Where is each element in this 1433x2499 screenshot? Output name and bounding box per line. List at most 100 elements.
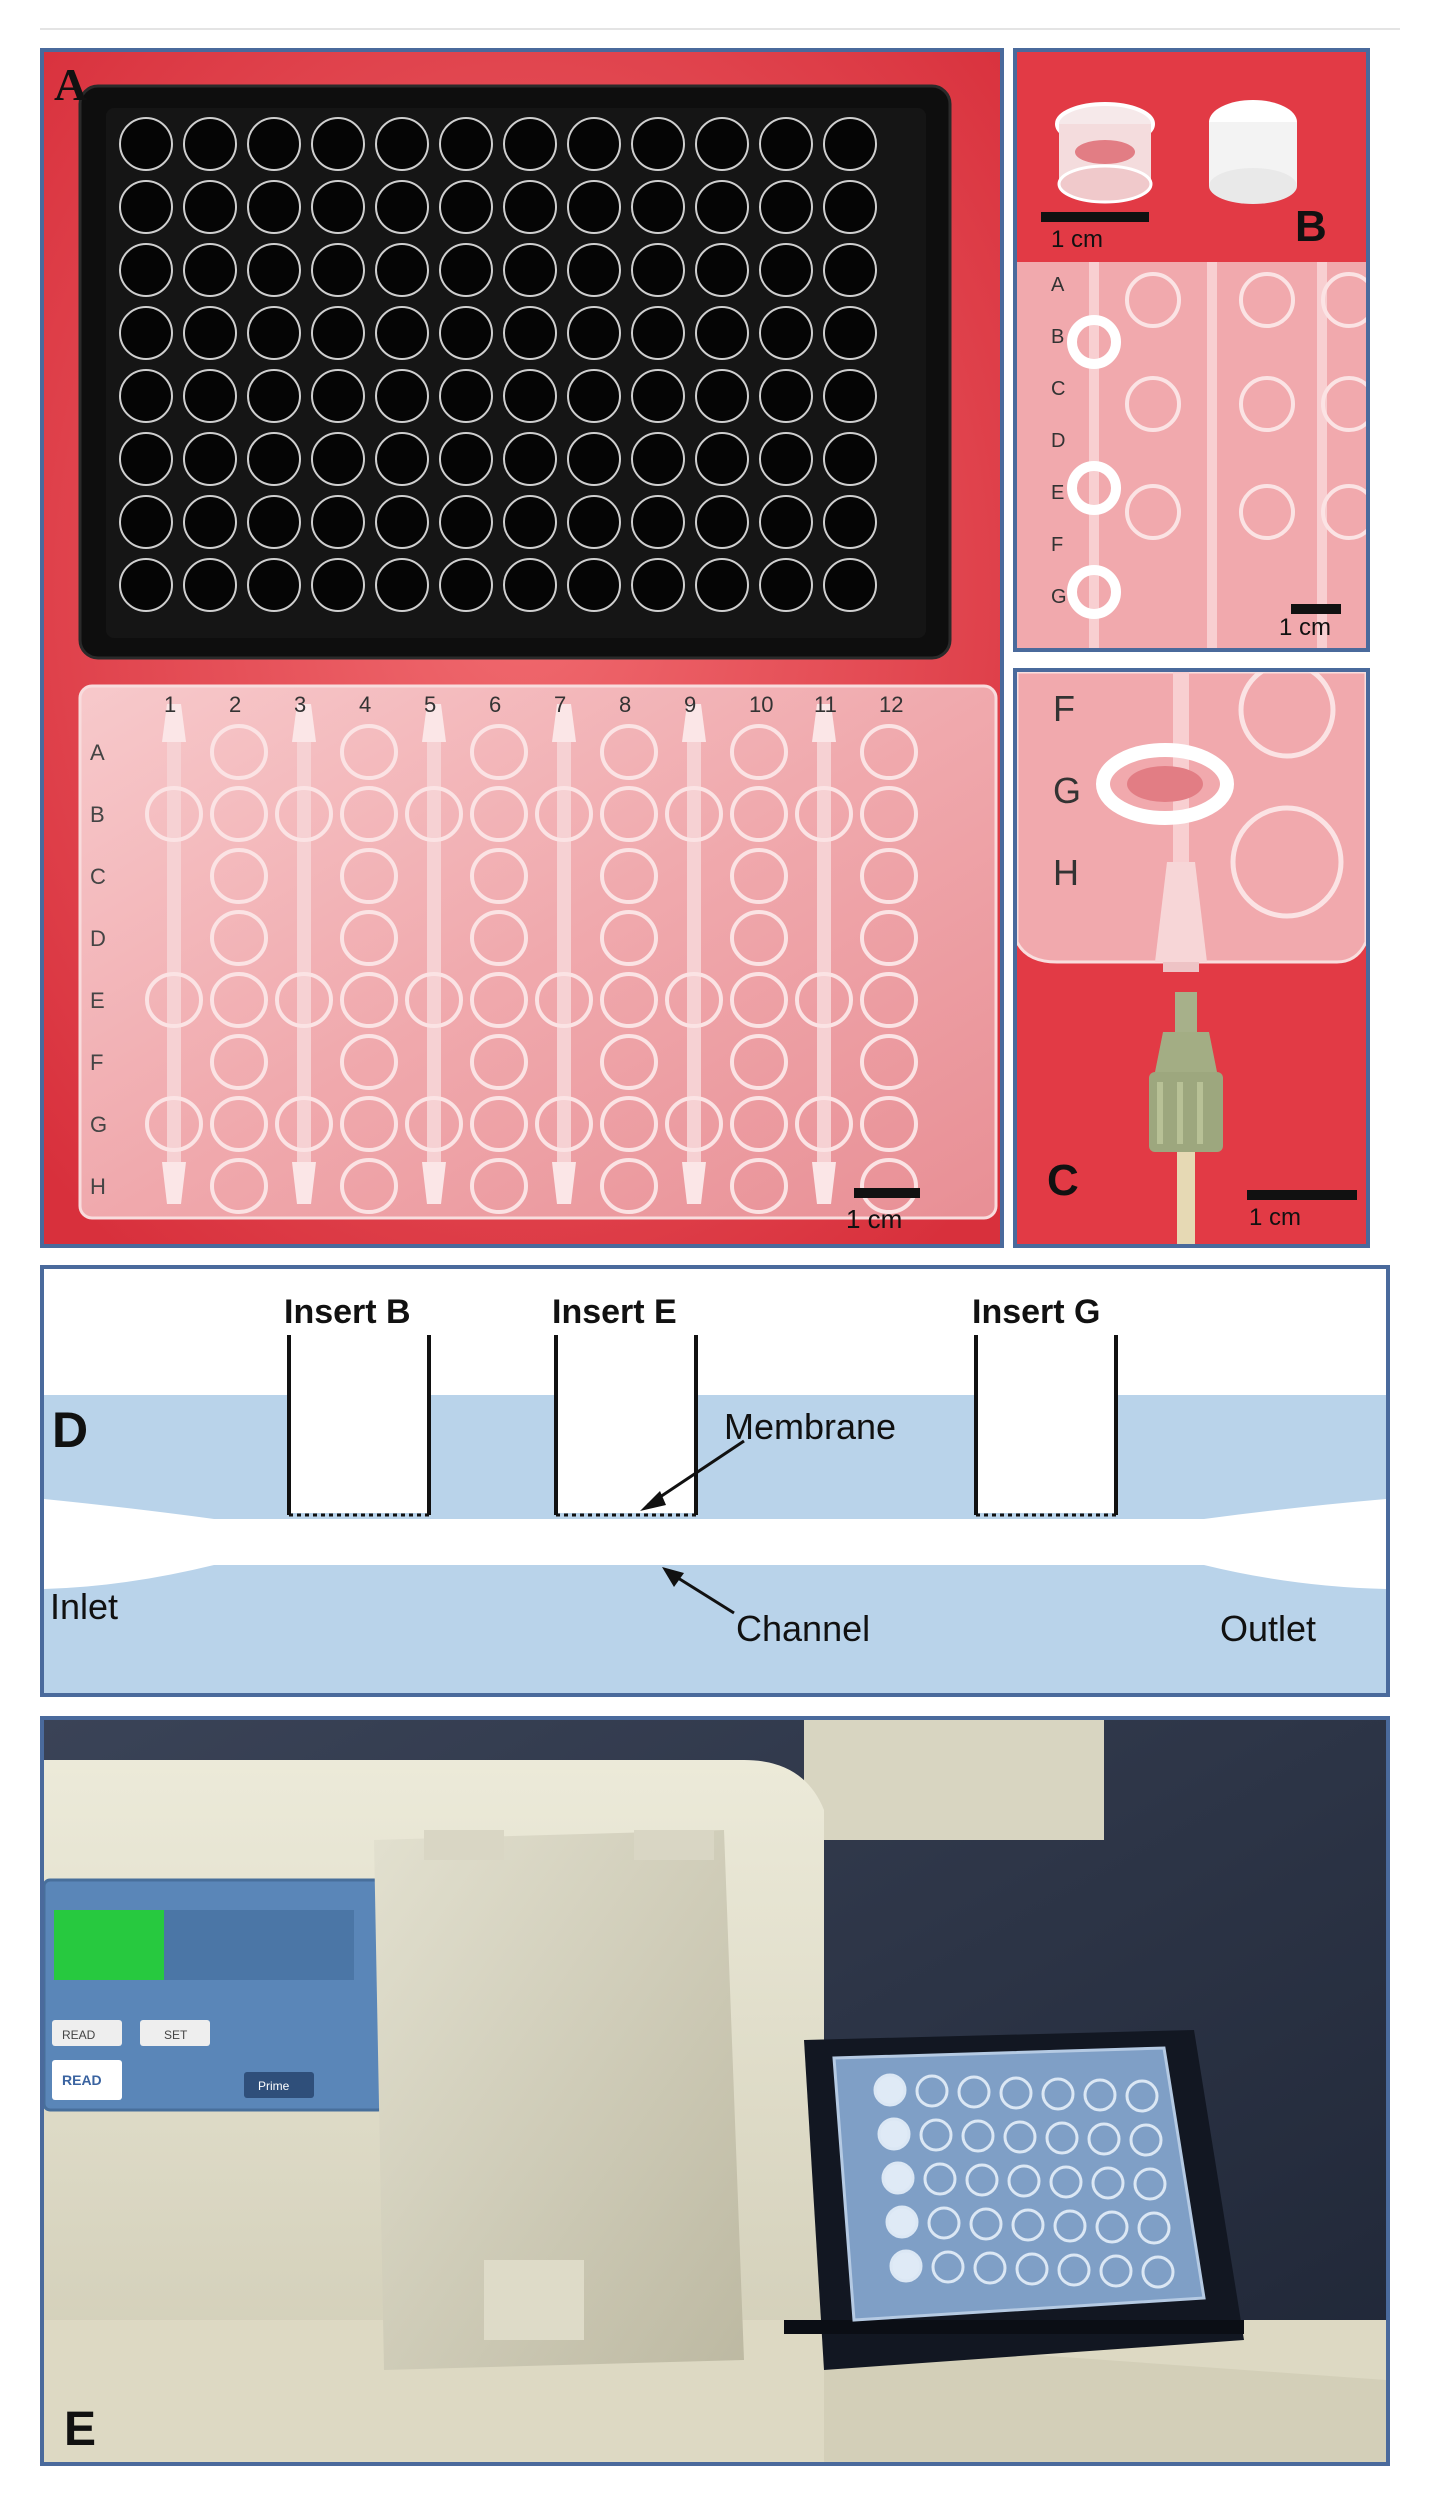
- tray-well: [1053, 2209, 1087, 2243]
- clear-plate-well: [860, 972, 918, 1028]
- panel-b-scale-bar-top: [1041, 212, 1149, 222]
- clear-plate-well: [730, 724, 788, 780]
- panel-b-well: [1125, 272, 1181, 328]
- clear-plate-well: [730, 910, 788, 966]
- channel-inlet: [552, 704, 576, 742]
- tray-well: [881, 2161, 915, 2195]
- panel-b-row-label: E: [1051, 482, 1065, 504]
- clear-plate-well: [275, 786, 333, 842]
- panel-c-connector: [1149, 992, 1223, 1244]
- black-plate-well: [247, 495, 301, 549]
- black-plate-well: [503, 369, 557, 423]
- black-plate-well: [375, 369, 429, 423]
- clear-plate-well: [405, 1096, 463, 1152]
- channel-outlet: [552, 1162, 576, 1204]
- insert-b-walls: [287, 1335, 431, 1517]
- plate-column-label: 6: [489, 692, 502, 717]
- black-plate-well: [695, 495, 749, 549]
- black-plate-well: [759, 558, 813, 612]
- plate-row-label: H: [90, 1174, 106, 1199]
- black-plate-well: [631, 558, 685, 612]
- clear-plate-well: [210, 1096, 268, 1152]
- clear-plate-well: [340, 724, 398, 780]
- panel-b-insert-ring: [1067, 315, 1121, 369]
- clear-plate-well: [210, 910, 268, 966]
- clear-plate-well: [730, 848, 788, 904]
- tray-well: [923, 2162, 957, 2196]
- membrane-arrow: [640, 1439, 745, 1511]
- black-plate-well: [439, 117, 493, 171]
- black-plate-well: [759, 180, 813, 234]
- panel-b-channel: [1089, 262, 1099, 648]
- black-plate-well: [439, 243, 493, 297]
- tray-well: [961, 2119, 995, 2153]
- black-plate-well: [567, 558, 621, 612]
- plate-column-label: 9: [684, 692, 697, 717]
- black-plate-well: [311, 558, 365, 612]
- black-plate-well: [631, 432, 685, 486]
- black-plate-well: [375, 180, 429, 234]
- panel-b-insert-ring: [1067, 461, 1121, 515]
- tray-well: [919, 2118, 953, 2152]
- clear-plate-well: [860, 1096, 918, 1152]
- panel-b-row-label: G: [1051, 586, 1067, 608]
- black-plate-well: [567, 117, 621, 171]
- plate-column-label: 8: [619, 692, 632, 717]
- black-plate-well: [119, 495, 173, 549]
- black-plate-well: [375, 495, 429, 549]
- black-plate-well: [183, 180, 237, 234]
- tray-well: [1137, 2211, 1171, 2245]
- tray-wells: [873, 2073, 1175, 2289]
- black-plate-well: [183, 369, 237, 423]
- black-plate-well: [119, 432, 173, 486]
- black-plate-well: [503, 180, 557, 234]
- panel-e-letter: E: [64, 2403, 96, 2456]
- black-plate-well: [823, 432, 877, 486]
- clear-plate-well: [470, 848, 528, 904]
- panel-c-illustration: [1017, 672, 1366, 1244]
- fluid-channel: [297, 704, 311, 1204]
- plate-column-label: 1: [164, 692, 177, 717]
- panel-a-scale-label: 1 cm: [846, 1204, 903, 1234]
- clear-plate-well: [860, 848, 918, 904]
- clear-plate-well: [600, 724, 658, 780]
- clear-plate-well: [210, 786, 268, 842]
- panel-a-letter: A: [54, 59, 88, 110]
- tray-well: [873, 2073, 907, 2107]
- black-plate-well: [311, 306, 365, 360]
- clear-plate-well: [730, 1034, 788, 1090]
- channel-outlet: [292, 1162, 316, 1204]
- panel-b-scale-bar-bottom: [1291, 604, 1341, 614]
- panel-c-row-label: H: [1053, 852, 1079, 893]
- black-plate-well: [119, 558, 173, 612]
- clear-plate-well: [860, 910, 918, 966]
- prime-button: [244, 2072, 314, 2098]
- black-plate-well: [631, 306, 685, 360]
- clear-plate-well: [665, 786, 723, 842]
- channel-outlet: [162, 1162, 186, 1204]
- panel-e: READ SET READ Prime E: [40, 1716, 1390, 2466]
- insert-e-walls: [554, 1335, 698, 1517]
- panel-c-scale-bar: [1247, 1190, 1357, 1200]
- black-plate-well: [119, 117, 173, 171]
- plate-row-label: B: [90, 802, 105, 827]
- top-rule: [40, 28, 1400, 30]
- panel-c-letter: C: [1047, 1156, 1079, 1205]
- panel-b-channel: [1207, 262, 1217, 648]
- tray-well: [1045, 2121, 1079, 2155]
- tray-well: [1125, 2079, 1159, 2113]
- clear-plate-well: [795, 972, 853, 1028]
- panel-b-well: [1239, 484, 1295, 540]
- plate-row-label: A: [90, 740, 105, 765]
- black-plate-well: [183, 243, 237, 297]
- channel-inlet: [292, 704, 316, 742]
- tray-well: [1007, 2164, 1041, 2198]
- clear-plate-well: [210, 1158, 268, 1214]
- black-plate-well: [823, 180, 877, 234]
- plate-row-label: E: [90, 988, 105, 1013]
- read-button: [52, 2020, 122, 2046]
- channel-outlet: [422, 1162, 446, 1204]
- tray-plate: [832, 2046, 1206, 2322]
